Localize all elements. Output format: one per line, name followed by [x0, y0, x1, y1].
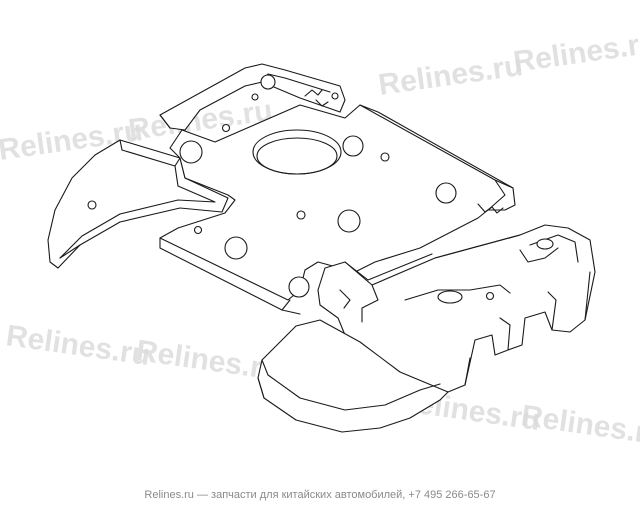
mounting-hole [260, 74, 276, 90]
small-hole [380, 152, 390, 162]
bottom-slab-part [257, 319, 449, 433]
footer-text: — запчасти для китайских автомобилей, +7… [193, 489, 496, 501]
watermark-text: Relines.ru [376, 49, 524, 102]
mounting-hole [179, 140, 203, 164]
small-hole [251, 93, 259, 101]
mounting-hole [536, 238, 554, 250]
top-bracket [159, 63, 346, 131]
mounting-hole [437, 290, 463, 304]
mounting-hole [342, 135, 364, 157]
main-plate [159, 93, 516, 315]
footer-caption: Relines.ru — запчасти для китайских авто… [0, 489, 640, 501]
right-step-part [317, 224, 596, 393]
mounting-hole [337, 209, 361, 233]
watermark-text: Relines.ru [511, 26, 640, 79]
watermark-text: Relines.ru [4, 319, 152, 372]
footer-site-link[interactable]: Relines.ru [144, 489, 194, 501]
watermark-text: Relines.ru [519, 399, 640, 452]
small-hole [221, 123, 231, 133]
small-hole [485, 291, 495, 301]
mounting-hole [224, 236, 248, 260]
small-hole [193, 225, 203, 235]
mounting-hole [435, 182, 457, 204]
small-hole [296, 210, 306, 220]
mounting-hole [288, 276, 310, 298]
small-hole [331, 92, 339, 100]
mounting-hole [87, 200, 97, 210]
